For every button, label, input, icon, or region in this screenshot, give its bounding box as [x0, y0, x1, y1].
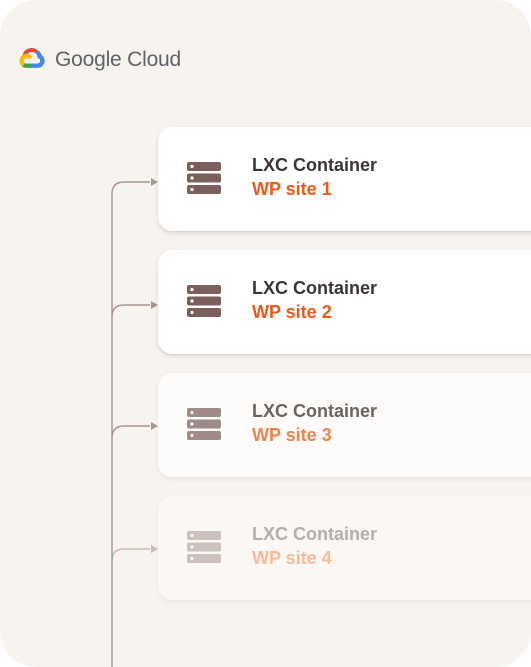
connector-branch-2: [111, 304, 150, 318]
server-stack-icon: [187, 531, 221, 563]
server-stack-icon: [187, 285, 221, 317]
arrow-head-2: [151, 301, 158, 309]
container-site: WP site 1: [252, 179, 332, 199]
container-card-3: LXC Container WP site 3: [158, 373, 531, 477]
arrow-head-4: [151, 545, 158, 553]
server-stack-icon: [187, 162, 221, 194]
brand-name: Google Cloud: [55, 48, 182, 71]
connector-branch-3: [111, 425, 150, 439]
container-card-2: LXC Container WP site 2: [158, 250, 531, 354]
container-title: LXC Container: [252, 524, 378, 544]
container-title: LXC Container: [252, 278, 378, 298]
connector-branch-4: [111, 548, 150, 562]
container-site: WP site 4: [252, 548, 332, 568]
container-site: WP site 2: [252, 302, 332, 322]
connector-trunk: [111, 181, 150, 667]
google-cloud-logo-icon: [19, 47, 45, 68]
google-cloud-logo: Google Cloud: [15, 44, 181, 76]
arrow-head-3: [151, 422, 158, 430]
container-site: WP site 3: [252, 425, 332, 445]
container-title: LXC Container: [252, 401, 378, 421]
arrow-head-1: [151, 178, 158, 186]
container-title: LXC Container: [252, 155, 378, 175]
container-card-1: LXC Container WP site 1: [158, 127, 531, 231]
container-card-4: LXC Container WP site 4: [158, 496, 531, 600]
server-stack-icon: [187, 408, 221, 440]
